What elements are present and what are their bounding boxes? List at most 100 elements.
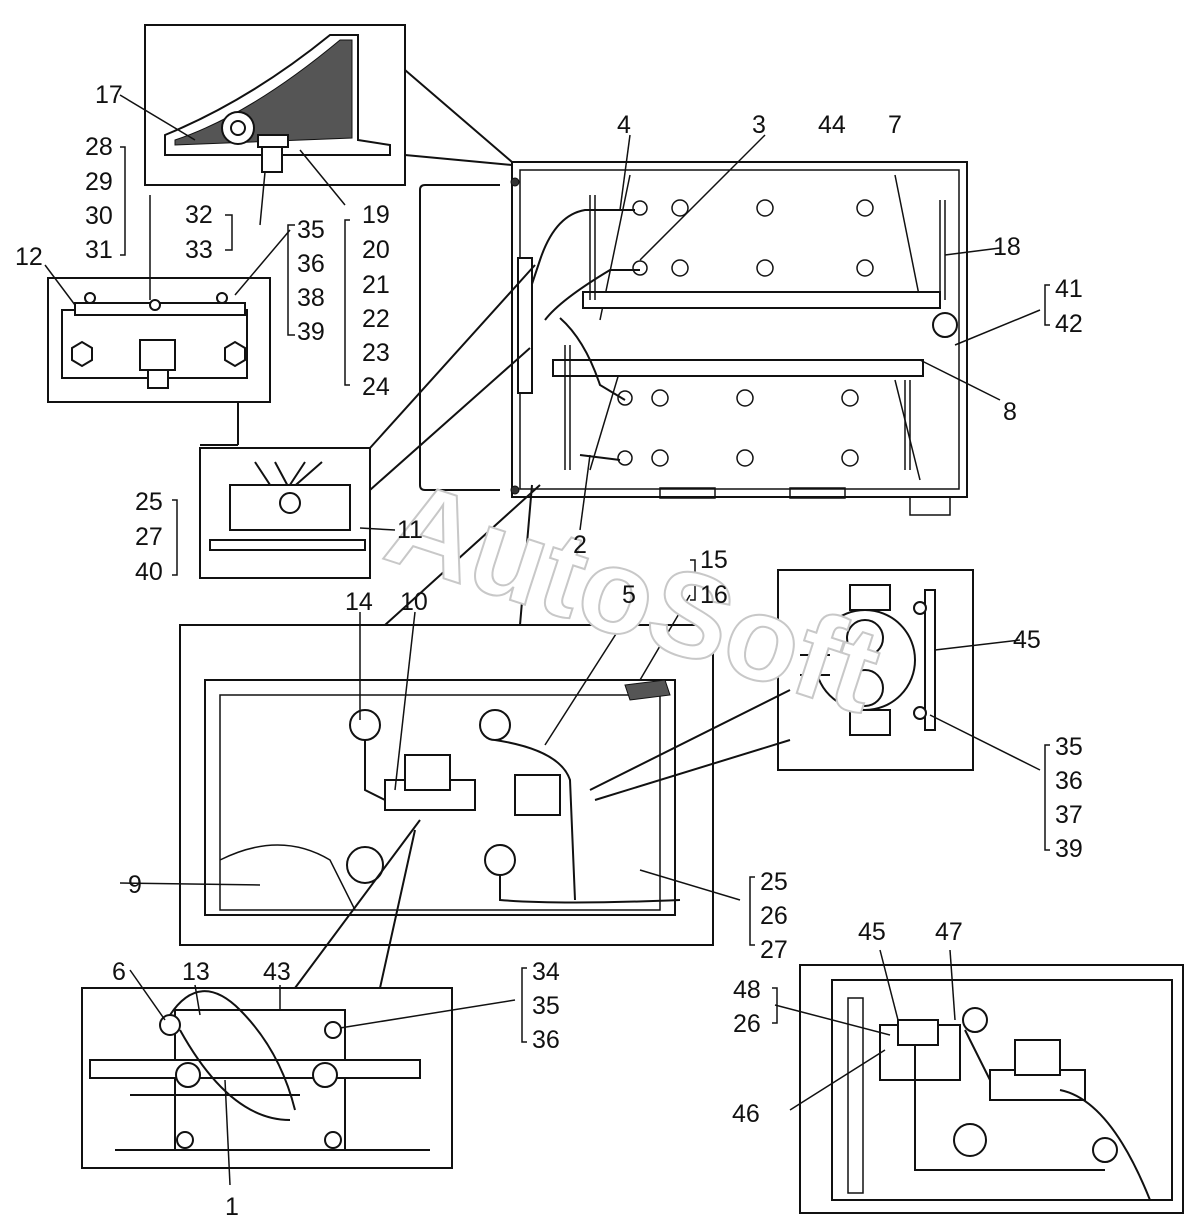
clamp-bar-upper [582, 291, 941, 309]
cable-middle [544, 269, 640, 321]
callout-32: 32 [185, 201, 213, 229]
callout-8: 8 [1003, 398, 1017, 426]
callout-16: 16 [700, 581, 728, 609]
relay-nut-right [312, 1062, 338, 1088]
callout-46: 46 [732, 1100, 760, 1128]
relay-rail [89, 1059, 421, 1079]
side-switch-mount [517, 257, 533, 394]
vent-hole [932, 312, 958, 338]
hinge-nut [257, 134, 289, 148]
clamp-bar-lower [552, 359, 924, 377]
alt-box-body [831, 979, 1173, 1201]
callout-22: 22 [362, 305, 390, 333]
relay-detail-frame [81, 987, 453, 1169]
callout-35b: 35 [1055, 733, 1083, 761]
callout-25b: 25 [760, 868, 788, 896]
callout-47: 47 [935, 918, 963, 946]
battery-base-b [789, 487, 846, 499]
mount-hole [346, 846, 384, 884]
relay-bolt-tr [324, 1021, 342, 1039]
callout-27b: 27 [760, 936, 788, 964]
terminal-leader [589, 689, 791, 801]
callout-36c: 36 [532, 1026, 560, 1054]
callout-23: 23 [362, 339, 390, 367]
callout-36a: 36 [297, 250, 325, 278]
hinge-pin [230, 120, 246, 136]
switch-plate-detail-view [47, 277, 271, 446]
bolt-left [84, 292, 96, 304]
battery-box-lid [419, 184, 500, 491]
callout-9: 9 [128, 871, 142, 899]
callout-42: 42 [1055, 310, 1083, 338]
interior-cables [364, 739, 681, 904]
terminal-mount-plate [924, 589, 936, 731]
callout-34: 34 [532, 958, 560, 986]
callout-33: 33 [185, 236, 213, 264]
callout-15: 15 [700, 546, 728, 574]
terminal-wires [800, 654, 830, 676]
battery-base-a [659, 487, 716, 499]
hinge-bolt [261, 146, 283, 173]
alt-cables [914, 1029, 1151, 1201]
bracket-base [209, 539, 366, 551]
callout-30: 30 [85, 202, 113, 230]
callout-41: 41 [1055, 275, 1083, 303]
callout-35a: 35 [297, 216, 325, 244]
seal-material [174, 39, 353, 146]
terminal-switch-body [814, 609, 916, 711]
callout-17: 17 [95, 81, 123, 109]
relay-wires [130, 990, 300, 1121]
switch-box [514, 774, 561, 816]
callout-26b: 26 [760, 902, 788, 930]
grommet-lower [484, 844, 516, 876]
callout-43: 43 [263, 958, 291, 986]
bracket-marks [120, 146, 1050, 1043]
interior-box-wall [219, 694, 661, 911]
grommet-right [479, 709, 511, 741]
hinge-top [510, 177, 520, 187]
alt-config-detail-view [799, 964, 1184, 1214]
terminal-cap-top [849, 584, 891, 611]
relay-body [404, 754, 451, 791]
terminal-post-upper [846, 619, 884, 657]
callout-29: 29 [85, 168, 113, 196]
cutaway-edge [219, 844, 356, 911]
leader-lines [44, 94, 1041, 1186]
interior-box-body [204, 679, 676, 916]
callout-5: 5 [622, 581, 636, 609]
callout-40: 40 [135, 558, 163, 586]
callout-19: 19 [362, 201, 390, 229]
callout-45b: 45 [858, 918, 886, 946]
latch [624, 679, 671, 701]
callout-14: 14 [345, 588, 373, 616]
terminal-bolt-top [913, 601, 927, 615]
alt-grommet-lower [1092, 1137, 1118, 1163]
bolt-right [216, 292, 228, 304]
alt-relay-body [1014, 1039, 1061, 1076]
bracket-detail-frame [199, 447, 371, 579]
callout-12: 12 [15, 243, 43, 271]
cable-lower [559, 317, 626, 401]
alt-mount-hole [953, 1123, 987, 1157]
interior-leader [384, 484, 541, 626]
callout-26c: 26 [733, 1010, 761, 1038]
switch-body [139, 339, 176, 371]
alt-grommet [962, 1007, 988, 1033]
relay-bolt-br [324, 1131, 342, 1149]
bracket-leader [369, 264, 536, 491]
callout-2: 2 [573, 531, 587, 559]
callout-24: 24 [362, 373, 390, 401]
callout-38: 38 [297, 284, 325, 312]
battery-cell-caps [617, 199, 874, 467]
hinge-detail-view [144, 24, 513, 186]
callout-20: 20 [362, 236, 390, 264]
alt-switch-45 [897, 1019, 939, 1046]
callout-25a: 25 [135, 488, 163, 516]
hex-nut-right [224, 340, 246, 368]
callout-21: 21 [362, 271, 390, 299]
callout-18: 18 [993, 233, 1021, 261]
callout-48: 48 [733, 976, 761, 1004]
relay-leader [294, 819, 421, 989]
callout-13: 13 [182, 958, 210, 986]
